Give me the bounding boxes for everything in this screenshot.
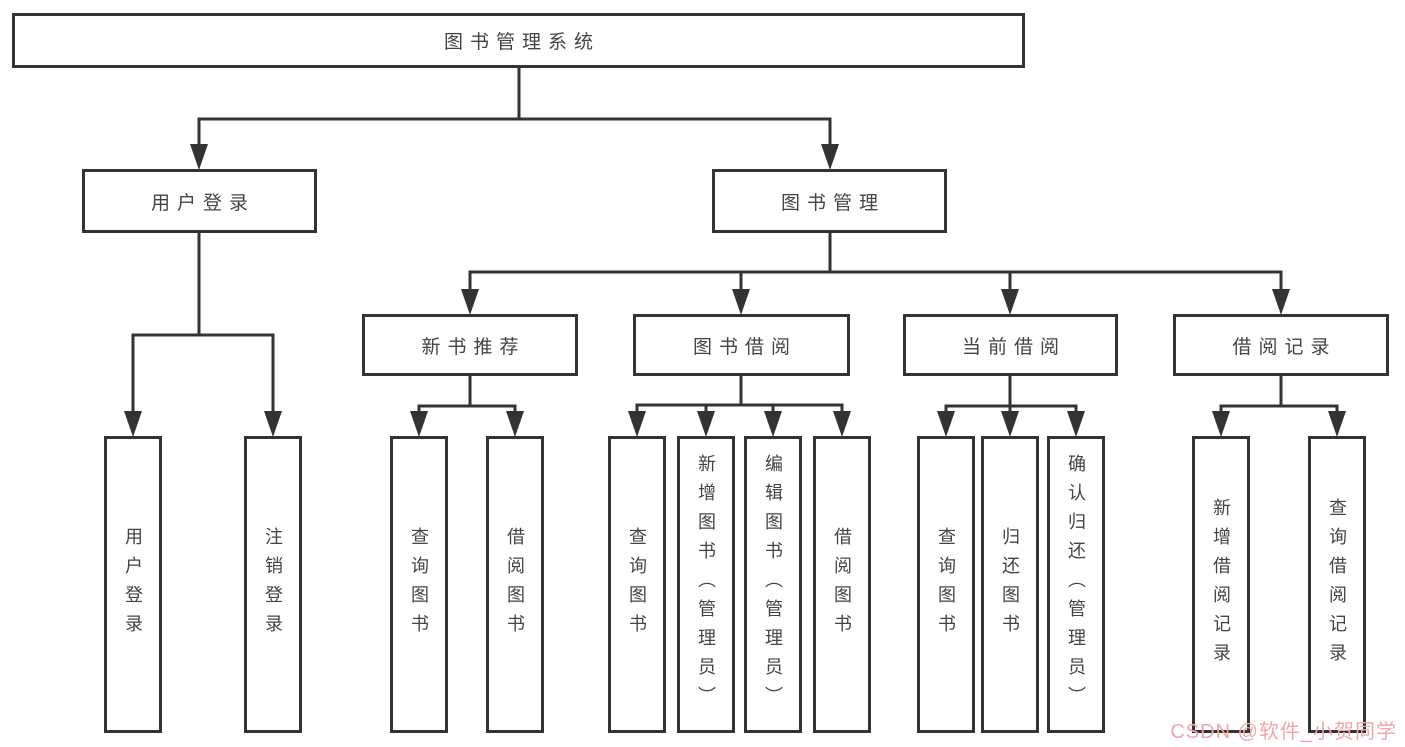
leaf-bb-query-books-label: 查询图书 (627, 526, 647, 643)
leaf-rec-add-borrow-record-label: 新增借阅记录 (1211, 497, 1231, 672)
leaf-rec-query-borrow-record: 查询借阅记录 (1308, 436, 1366, 733)
leaf-rec-add-borrow-record: 新增借阅记录 (1192, 436, 1250, 733)
node-current-borrow: 当前借阅 (903, 314, 1118, 376)
node-book-borrow-label: 图书借阅 (692, 336, 797, 358)
leaf-bb-add-books-admin: 新增图书（管理员） (677, 436, 735, 733)
leaf-cb-query-books-label: 查询图书 (936, 526, 956, 643)
node-book-management: 图书管理 (712, 169, 947, 233)
leaf-bb-edit-books-admin: 编辑图书（管理员） (744, 436, 802, 733)
leaf-nb-borrow-books: 借阅图书 (486, 436, 544, 733)
leaf-nb-query-books-label: 查询图书 (409, 526, 429, 643)
leaf-bb-add-books-admin-label: 新增图书（管理员） (696, 454, 716, 715)
leaf-nb-query-books: 查询图书 (390, 436, 448, 733)
leaf-cb-return-books: 归还图书 (981, 436, 1039, 733)
node-book-management-label: 图书管理 (780, 192, 885, 214)
node-user-login: 用户登录 (82, 169, 317, 233)
node-user-login-label: 用户登录 (150, 192, 255, 214)
leaf-user-login-label: 用户登录 (123, 526, 143, 643)
leaf-nb-borrow-books-label: 借阅图书 (505, 526, 525, 643)
leaf-bb-query-books: 查询图书 (608, 436, 666, 733)
leaf-cb-return-books-label: 归还图书 (1000, 526, 1020, 643)
arrowheads (124, 144, 1346, 437)
leaf-logout-label: 注销登录 (263, 526, 283, 643)
leaf-cb-confirm-return-admin-label: 确认归还（管理员） (1066, 454, 1086, 715)
leaf-bb-edit-books-admin-label: 编辑图书（管理员） (763, 454, 783, 715)
node-book-borrow: 图书借阅 (633, 314, 850, 376)
node-borrow-records-label: 借阅记录 (1232, 336, 1337, 358)
leaf-rec-query-borrow-record-label: 查询借阅记录 (1327, 497, 1347, 672)
leaf-cb-confirm-return-admin: 确认归还（管理员） (1047, 436, 1105, 733)
leaf-user-login: 用户登录 (104, 436, 162, 733)
node-borrow-records: 借阅记录 (1173, 314, 1389, 376)
node-current-borrow-label: 当前借阅 (961, 336, 1066, 358)
leaf-bb-borrow-books: 借阅图书 (813, 436, 871, 733)
node-root-label: 图书管理系统 (443, 32, 600, 53)
leaf-bb-borrow-books-label: 借阅图书 (832, 526, 852, 643)
watermark: CSDN @软件_小贺同学 (1170, 721, 1397, 743)
leaf-logout: 注销登录 (244, 436, 302, 733)
node-new-book-recommend-label: 新书推荐 (421, 336, 526, 358)
leaf-cb-query-books: 查询图书 (917, 436, 975, 733)
node-new-book-recommend: 新书推荐 (362, 314, 578, 376)
node-root: 图书管理系统 (12, 13, 1025, 68)
